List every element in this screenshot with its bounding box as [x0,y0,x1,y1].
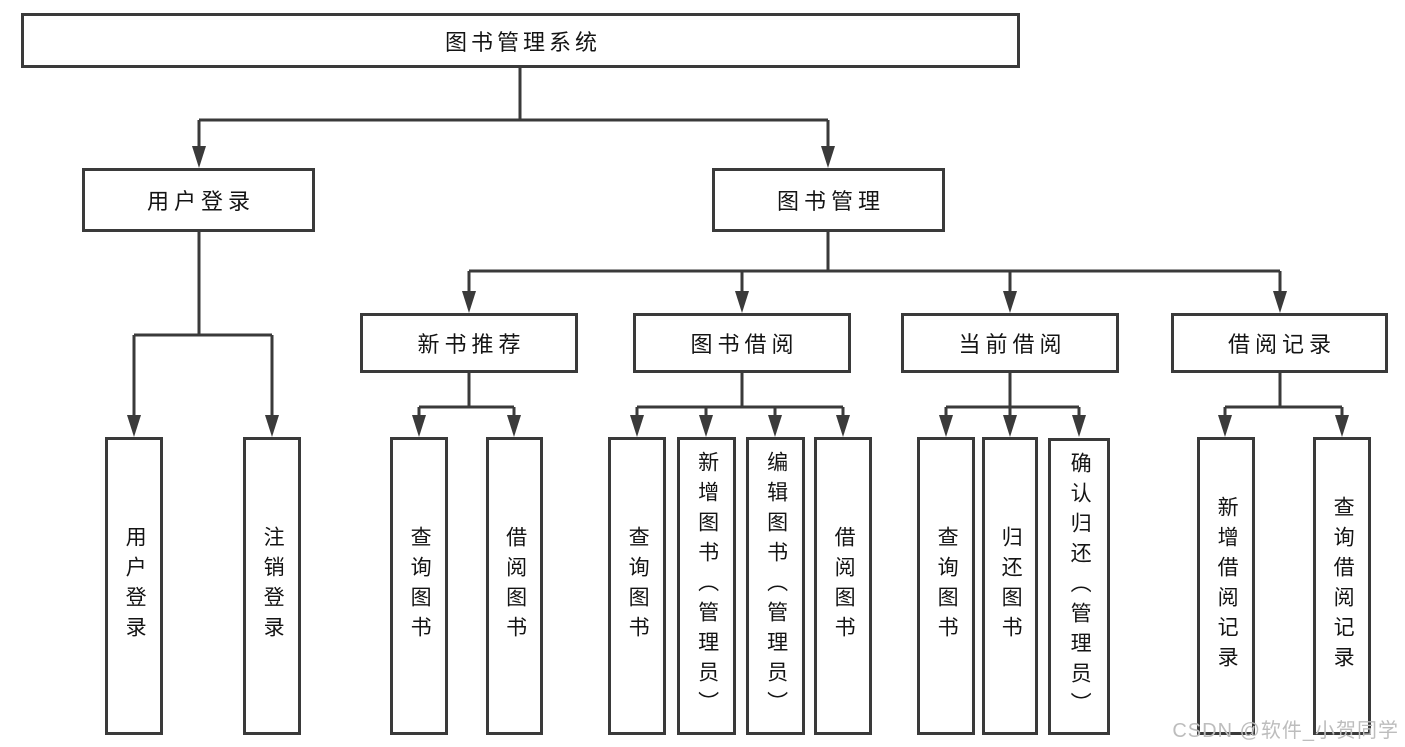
node-label: 借阅图书 [503,526,527,646]
node-leaf-bb-add-book-admin: 新增图书（管理员） [677,437,736,735]
node-label: 用户登录 [146,189,255,214]
node-leaf-br-add-record: 新增借阅记录 [1197,437,1255,735]
node-label: 确认归还（管理员） [1068,451,1092,722]
node-root: 图书管理系统 [21,13,1020,68]
node-label: 注销登录 [261,526,285,646]
node-label: 借阅图书 [832,526,856,646]
node-label: 用户登录 [123,526,147,646]
node-leaf-bb-query-books: 查询图书 [608,437,666,735]
node-label: 查询图书 [626,526,650,646]
node-book-management: 图书管理 [712,168,945,232]
node-label: 归还图书 [999,526,1023,646]
node-label: 图书管理 [776,189,885,214]
arrowhead-icons [127,146,1349,437]
node-leaf-br-query-record: 查询借阅记录 [1313,437,1371,735]
node-new-book-recommend: 新书推荐 [360,313,578,373]
node-book-borrow: 图书借阅 [633,313,851,373]
node-label: 当前借阅 [958,332,1067,357]
node-borrow-records: 借阅记录 [1171,313,1388,373]
node-label: 新增图书（管理员） [695,451,719,721]
node-label: 新书推荐 [417,332,526,357]
node-current-borrow: 当前借阅 [901,313,1119,373]
node-user-login: 用户登录 [82,168,315,232]
node-label: 查询图书 [935,526,959,646]
node-leaf-logout: 注销登录 [243,437,301,735]
node-label: 图书管理系统 [444,29,601,55]
node-label: 新增借阅记录 [1215,496,1239,676]
node-leaf-cb-confirm-return-admin: 确认归还（管理员） [1048,438,1110,735]
watermark: CSDN @软件_小贺同学 [1172,720,1399,742]
node-leaf-cb-return-books: 归还图书 [982,437,1038,735]
node-leaf-cb-query-books: 查询图书 [917,437,975,735]
node-leaf-bb-borrow-books: 借阅图书 [814,437,872,735]
node-label: 借阅记录 [1227,332,1336,357]
node-label: 图书借阅 [690,332,799,357]
node-leaf-nbr-query-books: 查询图书 [390,437,448,735]
node-label: 编辑图书（管理员） [764,451,788,721]
node-leaf-bb-edit-book-admin: 编辑图书（管理员） [746,437,805,735]
node-leaf-nbr-borrow-books: 借阅图书 [486,437,543,735]
node-label: 查询借阅记录 [1331,496,1355,676]
node-label: 查询图书 [408,526,432,646]
node-leaf-user-login: 用户登录 [105,437,163,735]
